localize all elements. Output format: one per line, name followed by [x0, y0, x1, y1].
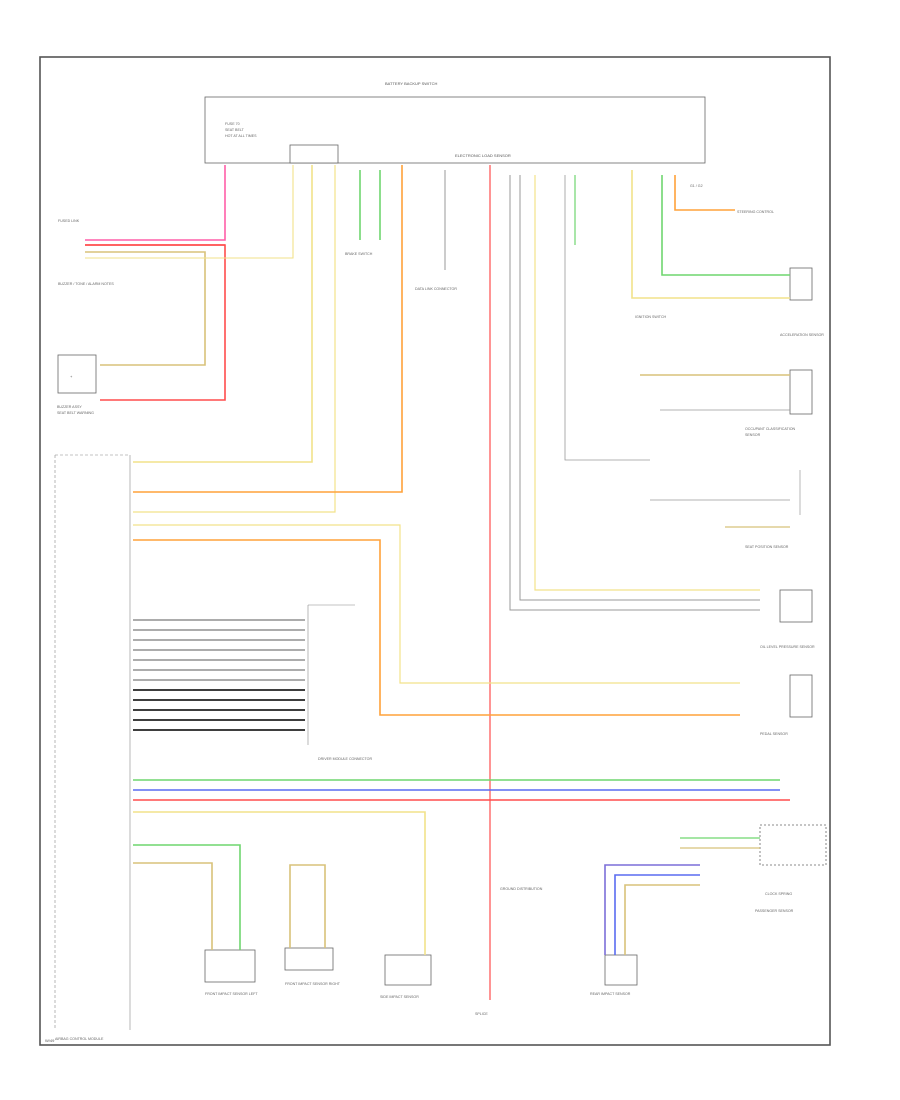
splice-label: SPLICE: [475, 1012, 488, 1016]
wire-yellow-h: [133, 811, 426, 955]
wire-pink-feed: [85, 165, 226, 241]
occupant-sub-label: SENSOR: [745, 433, 761, 437]
buzzer-label: BUZZER ASSY: [57, 405, 82, 409]
wire-orange-right: [674, 175, 735, 211]
wire-gray-2: [509, 175, 760, 611]
driver-module-label: DRIVER MODULE CONNECTOR: [318, 757, 372, 761]
wire-tan-rear: [624, 884, 700, 955]
wire-tan-low: [133, 862, 213, 950]
buzzer-sub-label: SEAT BELT WARNING: [57, 411, 94, 415]
steering-label: STEERING CONTROL: [737, 210, 774, 214]
oil-sensor-label: OIL LEVEL PRESSURE SENSOR: [760, 645, 815, 649]
driver-module-connector: DRIVER MODULE CONNECTOR: [307, 604, 372, 761]
wire-red-buzzer: [85, 244, 226, 401]
acc-sensor-label: ACCELERATION SENSOR: [780, 333, 824, 337]
wire-yellow-top: [85, 165, 294, 259]
wire-green-low: [133, 844, 241, 950]
side-sensor-label: SIDE IMPACT SENSOR: [380, 995, 419, 999]
pedal-sensor-label: PEDAL SENSOR: [760, 732, 788, 736]
passenger-label: PASSENGER SENSOR: [755, 909, 794, 913]
svg-text:+: +: [70, 374, 73, 379]
brake-switch-label: BRAKE SWITCH: [345, 252, 373, 256]
top-module: BATTERY BACKUP SWITCH FUSE 70 SEAT BELT …: [204, 81, 706, 164]
g-note-label: G1 / G2: [690, 184, 703, 188]
seat-sensor-label: SEAT POSITION SENSOR: [745, 545, 789, 549]
top-module-line-3: HOT AT ALL TIMES: [225, 134, 257, 138]
occupant-label: OCCUPANT CLASSIFICATION: [745, 427, 796, 431]
clock-spring-label: CLOCK SPRING: [765, 892, 792, 896]
sensor-left-label: FRONT IMPACT SENSOR LEFT: [205, 992, 258, 996]
top-module-line-1: FUSE 70: [225, 122, 240, 126]
footer-code: W/49: [45, 1038, 55, 1043]
wire-yellow-2: [133, 165, 336, 513]
wire-yellow-3: [534, 175, 760, 591]
data-link-label: DATA LINK CONNECTOR: [415, 287, 457, 291]
wire-yellow-long: [133, 524, 740, 684]
sensor-right-label: FRONT IMPACT SENSOR RIGHT: [285, 982, 341, 986]
wire-green-right: [661, 175, 790, 276]
bottom-sensors: FRONT IMPACT SENSOR LEFT FRONT IMPACT SE…: [204, 887, 794, 1016]
diagram-frame: [39, 56, 831, 1046]
wire-yellow-right: [631, 170, 790, 299]
top-module-title: BATTERY BACKUP SWITCH: [385, 81, 437, 86]
ign-switch-label: IGNITION SWITCH: [635, 315, 667, 319]
rear-sensor-label: REAR IMPACT SENSOR: [590, 992, 631, 996]
buzzer: + BUZZER ASSY SEAT BELT WARNING BUZZER /…: [57, 219, 114, 415]
wire-violet-1: [604, 864, 700, 955]
ground-label: GROUND DISTRIBUTION: [500, 887, 543, 891]
wire-tan-buzzer: [85, 251, 206, 366]
buzzer-note: BUZZER / TONE / ALARM NOTES: [58, 282, 114, 286]
wire-yellow-1: [133, 165, 313, 463]
wire-orange-long: [133, 539, 740, 716]
wires: [85, 165, 790, 1000]
airbag-control-module: AIRBAG CONTROL MODULE: [54, 454, 131, 1041]
fused-link-label: FUSED LINK: [58, 219, 80, 223]
airbag-module-label: AIRBAG CONTROL MODULE: [55, 1037, 104, 1041]
wire-orange-main: [133, 165, 403, 493]
wire-blue-2: [614, 874, 700, 955]
mid-connector-label: ELECTRONIC LOAD SENSOR: [455, 153, 511, 158]
wire-tan-mid1: [289, 864, 326, 948]
right-components: ACCELERATION SENSOR OCCUPANT CLASSIFICAT…: [745, 267, 827, 896]
top-module-line-2: SEAT BELT: [225, 128, 245, 132]
wire-gray-4: [564, 175, 650, 461]
wire-gray-3: [519, 175, 760, 601]
